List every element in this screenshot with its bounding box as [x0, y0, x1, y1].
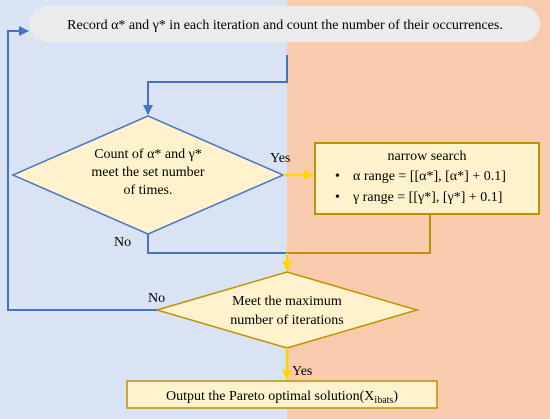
label-yes-2: Yes	[292, 364, 312, 379]
output-main-text: Output the Pareto optimal solution(X	[166, 389, 374, 404]
decision-iteration-line1: Meet the maximum	[232, 294, 342, 309]
output-suffix: )	[393, 389, 398, 404]
label-no-2: No	[148, 291, 165, 306]
connector-narrow-return	[287, 214, 431, 254]
gamma-range-text: γ range = [[γ*], [γ*] + 0.1]	[352, 190, 502, 205]
connector-record-to-decision	[143, 55, 288, 115]
output-box	[126, 380, 438, 409]
output-box-text: Output the Pareto optimal solution(Xibat…	[166, 389, 398, 406]
record-box	[30, 6, 540, 42]
narrow-search-box	[314, 142, 540, 215]
record-box-text: Record α* and γ* in each iteration and c…	[67, 18, 503, 33]
output-subscript: ibats	[374, 395, 393, 406]
decision-count-line2: meet the set number	[91, 165, 204, 180]
gamma-bullet: •	[335, 190, 340, 205]
decision-iteration-line2: number of iterations	[230, 313, 344, 328]
alpha-bullet: •	[335, 169, 340, 184]
decision-count-line3: of times.	[124, 183, 173, 198]
connector-no-loop-back	[7, 26, 157, 311]
connector-no-from-decision	[147, 234, 287, 254]
alpha-range-text: α range = [[α*], [α*] + 0.1]	[353, 169, 506, 184]
narrow-search-title: narrow search	[388, 149, 467, 164]
label-yes-1: Yes	[270, 151, 290, 166]
decision-count-line1: Count of α* and γ*	[94, 147, 202, 162]
label-no-1: No	[114, 235, 131, 250]
